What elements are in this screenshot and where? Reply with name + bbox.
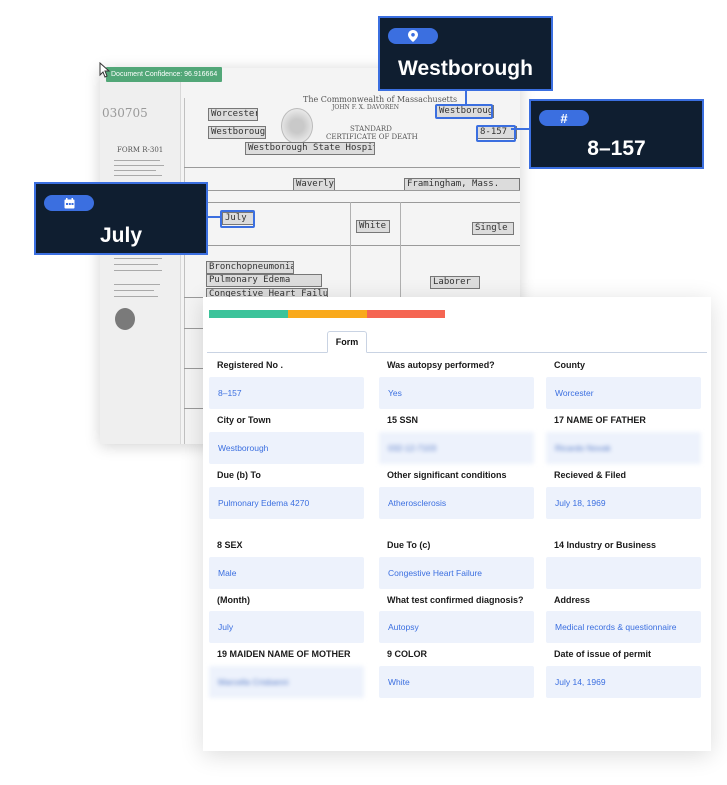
- field-value-input[interactable]: 032-12-7103: [379, 432, 534, 464]
- field-value-input[interactable]: Worcester: [546, 377, 701, 409]
- county-box: Worcester: [208, 108, 258, 121]
- occupation-box: Laborer: [430, 276, 480, 289]
- month-box: July: [222, 212, 254, 225]
- number-callout-value: 8–157: [587, 137, 646, 160]
- city-box: Westborough: [208, 126, 266, 139]
- header-commonwealth: The Commonwealth of Massachusetts: [303, 95, 458, 104]
- field-label: Due (b) To: [217, 470, 261, 480]
- field-label: Was autopsy performed?: [387, 360, 495, 370]
- field-value-input[interactable]: 8–157: [209, 377, 364, 409]
- cause-line-2: Pulmonary Edema: [206, 274, 322, 287]
- city-callout: Westborough: [378, 16, 553, 91]
- field-label: City or Town: [217, 415, 271, 425]
- field-label: 8 SEX: [217, 540, 243, 550]
- field-value-input[interactable]: July 18, 1969: [546, 487, 701, 519]
- mouse-cursor-icon: [99, 62, 111, 78]
- number-callout-connector: [511, 128, 529, 130]
- reg-number-highlight: [476, 125, 516, 142]
- field-label: 9 COLOR: [387, 649, 428, 659]
- field-label: (Month): [217, 595, 250, 605]
- scanned-death-certificate: 030705 FORM R-301 The Commonwealth of Ma…: [100, 68, 520, 444]
- cause-line-1: Bronchopneumonia: [206, 261, 294, 274]
- header-secretary: JOHN F. X. DAVOREN: [332, 104, 399, 111]
- field-value-input[interactable]: Congestive Heart Failure: [379, 557, 534, 589]
- field-value-input[interactable]: July 14, 1969: [546, 666, 701, 698]
- marital-box: Single: [472, 222, 514, 235]
- fingerprint-mark: [115, 308, 135, 330]
- tab-divider: [207, 352, 707, 353]
- field-value-input[interactable]: [546, 557, 701, 589]
- field-value-input[interactable]: Medical records & questionnaire: [546, 611, 701, 643]
- month-callout-value: July: [99, 224, 143, 247]
- field-label: 15 SSN: [387, 415, 419, 425]
- field-value-input[interactable]: Autopsy: [379, 611, 534, 643]
- calendar-icon: [44, 195, 94, 211]
- field-label: 14 Industry or Business: [554, 540, 657, 550]
- tab-form[interactable]: Form: [327, 331, 367, 353]
- field-label: Address: [554, 595, 591, 605]
- field-value-input[interactable]: Pulmonary Edema 4270: [209, 487, 364, 519]
- field-value-input[interactable]: Westborough: [209, 432, 364, 464]
- certificate-instruction-column: [100, 68, 181, 444]
- header-standard: STANDARD: [350, 125, 392, 133]
- month-callout: July: [34, 182, 208, 255]
- field-value-input[interactable]: Ricardo Novak: [546, 432, 701, 464]
- city-callout-connector: [465, 91, 467, 106]
- field-label: County: [554, 360, 585, 370]
- month-callout-connector: [208, 216, 222, 218]
- field-value-input[interactable]: Atherosclerosis: [379, 487, 534, 519]
- location-pin-icon: [388, 28, 438, 44]
- field-value-input[interactable]: Male: [209, 557, 364, 589]
- field-value-input[interactable]: White: [379, 666, 534, 698]
- number-callout: # 8–157: [529, 99, 704, 169]
- field-label: Due To (c): [387, 540, 431, 550]
- progress-segment-green: [209, 310, 288, 318]
- city-highlight: [435, 104, 493, 119]
- field-value-input[interactable]: July: [209, 611, 364, 643]
- progress-segment-red: [367, 310, 445, 318]
- extracted-form-panel: Form Registered No . 8–157 Was autopsy per…: [203, 297, 711, 751]
- header-certificate-title: CERTIFICATE OF DEATH: [326, 133, 418, 141]
- field-label: What test confirmed diagnosis?: [387, 595, 524, 605]
- form-name: FORM R-301: [117, 146, 164, 154]
- hospital-box: Westborough State Hospital: [245, 142, 375, 155]
- color-box: White: [356, 220, 390, 233]
- stamp-number: 030705: [102, 106, 148, 120]
- field-value-input[interactable]: Marcella Crisbanni: [209, 666, 364, 698]
- field-label: Recieved & Filed: [554, 470, 627, 480]
- field-label: Other significant conditions: [387, 470, 507, 480]
- field-label: 17 NAME OF FATHER: [554, 415, 646, 425]
- hash-icon: #: [539, 110, 589, 126]
- progress-segment-orange: [288, 310, 367, 318]
- month-highlight: [220, 210, 255, 228]
- state-seal: [281, 108, 313, 144]
- field-label: Date of issue of permit: [554, 649, 652, 659]
- field-label: 19 MAIDEN NAME OF MOTHER: [217, 649, 351, 659]
- city-callout-value: Westborough: [398, 57, 533, 80]
- document-confidence-badge: Document Confidence: 96.916664: [106, 67, 223, 82]
- field-label: Registered No .: [217, 360, 284, 370]
- field-value-input[interactable]: Yes: [379, 377, 534, 409]
